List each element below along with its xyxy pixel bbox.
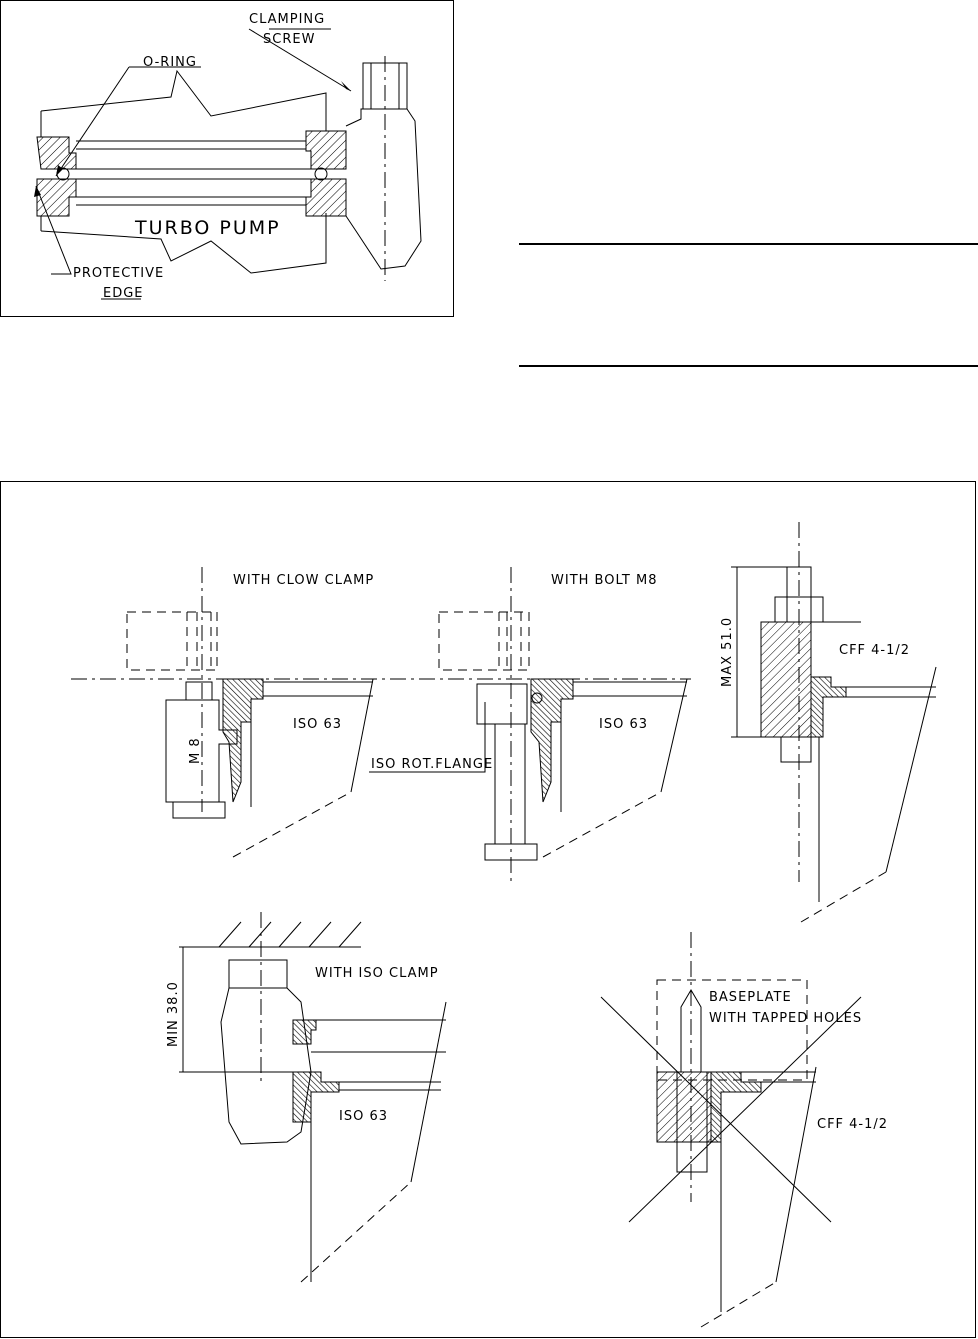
mounting-options-drawing: WITH CLOW CLAMP WITH BOLT M8 ISO 63 ISO … (71, 522, 937, 1328)
upper-flange-right (305, 130, 347, 170)
tapped-holes-label: WITH TAPPED HOLES (709, 1011, 862, 1026)
protective-edge-leader (35, 185, 72, 275)
baseplate-label: BASEPLATE (709, 990, 792, 1005)
max-dimension-label: MAX 51.0 (720, 617, 735, 687)
separator-rule-bottom (519, 365, 978, 367)
clamp-body (345, 108, 422, 270)
flange-detail-drawing: CLAMPING SCREW O-RING TURBO PUMP PROTECT… (34, 12, 422, 301)
o-ring-leader (55, 66, 130, 177)
o-ring-label: O-RING (143, 55, 197, 70)
separator-rule-top (519, 243, 978, 245)
not-allowed-cross-1 (600, 996, 832, 1223)
baseplate-panel (600, 932, 862, 1328)
not-allowed-cross-2 (628, 996, 862, 1223)
upper-flange-left (36, 136, 77, 170)
flange-mounting-options: WITH CLOW CLAMP WITH BOLT M8 ISO 63 ISO … (0, 481, 976, 1338)
lower-flange-left (36, 178, 77, 217)
iso-rot-flange-label: ISO ROT.FLANGE (371, 757, 493, 772)
turbo-pump-label: TURBO PUMP (134, 217, 281, 239)
clow-clamp-label: WITH CLOW CLAMP (233, 573, 374, 588)
m8-label: M 8 (188, 737, 203, 764)
iso63-label-a: ISO 63 (293, 717, 342, 732)
turbo-pump-flange-detail: CLAMPING SCREW O-RING TURBO PUMP PROTECT… (0, 0, 454, 317)
clamping-screw-leader (248, 28, 352, 92)
bolt-m8-label: WITH BOLT M8 (551, 573, 657, 588)
protective-label: PROTECTIVE (73, 266, 164, 281)
iso63-label-c: ISO 63 (339, 1109, 388, 1124)
lower-flange-right (305, 178, 347, 217)
cff-label-a: CFF 4-1/2 (839, 643, 910, 658)
min-dimension-label: MIN 38.0 (166, 981, 181, 1047)
clow-clamp-panel (126, 567, 374, 858)
pump-break-line-top (40, 69, 327, 117)
cff-label-b: CFF 4-1/2 (817, 1117, 888, 1132)
o-ring-right (314, 167, 328, 181)
edge-label: EDGE (103, 286, 144, 301)
screw-label: SCREW (263, 32, 315, 47)
bolt-m8-panel (438, 567, 688, 882)
iso63-label-b: ISO 63 (599, 717, 648, 732)
iso-clamp-panel (179, 912, 447, 1283)
iso-clamp-label: WITH ISO CLAMP (315, 966, 439, 981)
cff-top-panel (731, 522, 937, 923)
clamping-label: CLAMPING (249, 12, 325, 27)
